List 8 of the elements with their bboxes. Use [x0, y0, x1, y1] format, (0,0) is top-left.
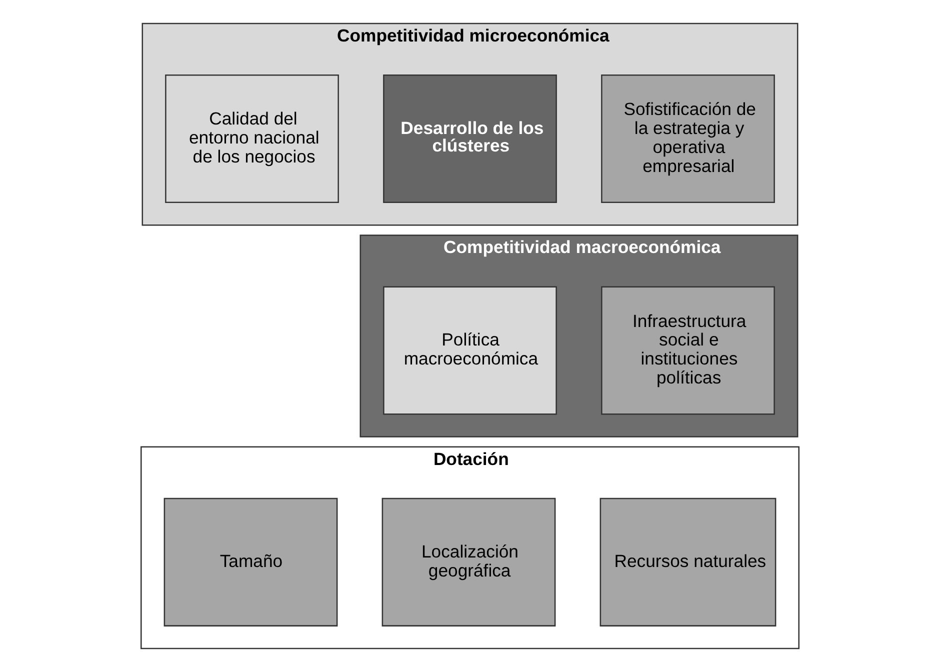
node-box: Calidad del entorno nacional de los negocios: [165, 74, 339, 204]
node-box: Desarrollo de los clústeres: [383, 74, 557, 204]
node-box: Tamaño: [164, 498, 338, 626]
node-box: Localización geográfica: [382, 498, 556, 626]
node-box: Infraestructura social e instituciones políticas: [601, 286, 775, 415]
node-box: Sofistificación de la estrategia y operativa empresarial: [601, 74, 775, 204]
node-box: Recursos naturales: [600, 498, 776, 626]
node-box: Política macroeconómica: [383, 286, 557, 415]
